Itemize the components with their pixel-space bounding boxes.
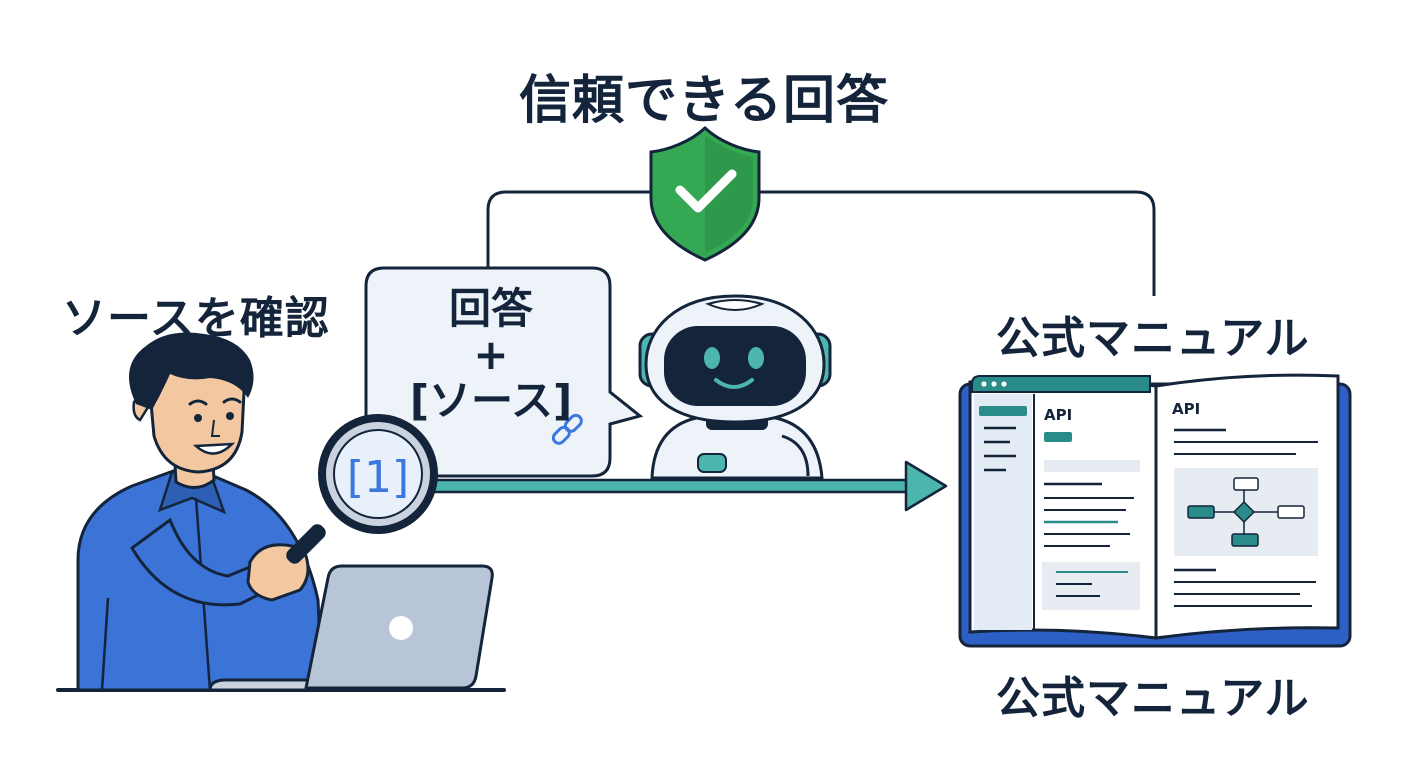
- bubble-plus-line: +: [473, 330, 509, 379]
- bubble-source-line: [ソース]: [409, 376, 573, 425]
- official-manual-label-bottom: 公式マニュアル: [996, 673, 1310, 724]
- bubble-answer-line: 回答: [448, 284, 533, 333]
- check-source-label: ソースを確認: [62, 293, 330, 344]
- manual-left-heading: API: [1044, 406, 1072, 424]
- diagram-title: 信頼できる回答: [519, 71, 889, 131]
- manual-right-heading: API: [1172, 400, 1200, 418]
- shield-check-icon: [649, 125, 761, 262]
- link-icon: [551, 413, 583, 445]
- person-illustration: [76, 332, 324, 692]
- bubble-text: 回答 + [ソース]: [372, 286, 610, 424]
- magnifier-icon: [286, 414, 438, 564]
- connector-line: [486, 190, 1156, 296]
- citation-marker: [1]: [347, 452, 409, 503]
- speech-bubble: [364, 266, 644, 478]
- official-manual-label-top: 公式マニュアル: [996, 313, 1310, 364]
- manual-book-icon: API API: [958, 373, 1352, 648]
- laptop-icon: [208, 564, 494, 692]
- robot-icon: [638, 294, 832, 480]
